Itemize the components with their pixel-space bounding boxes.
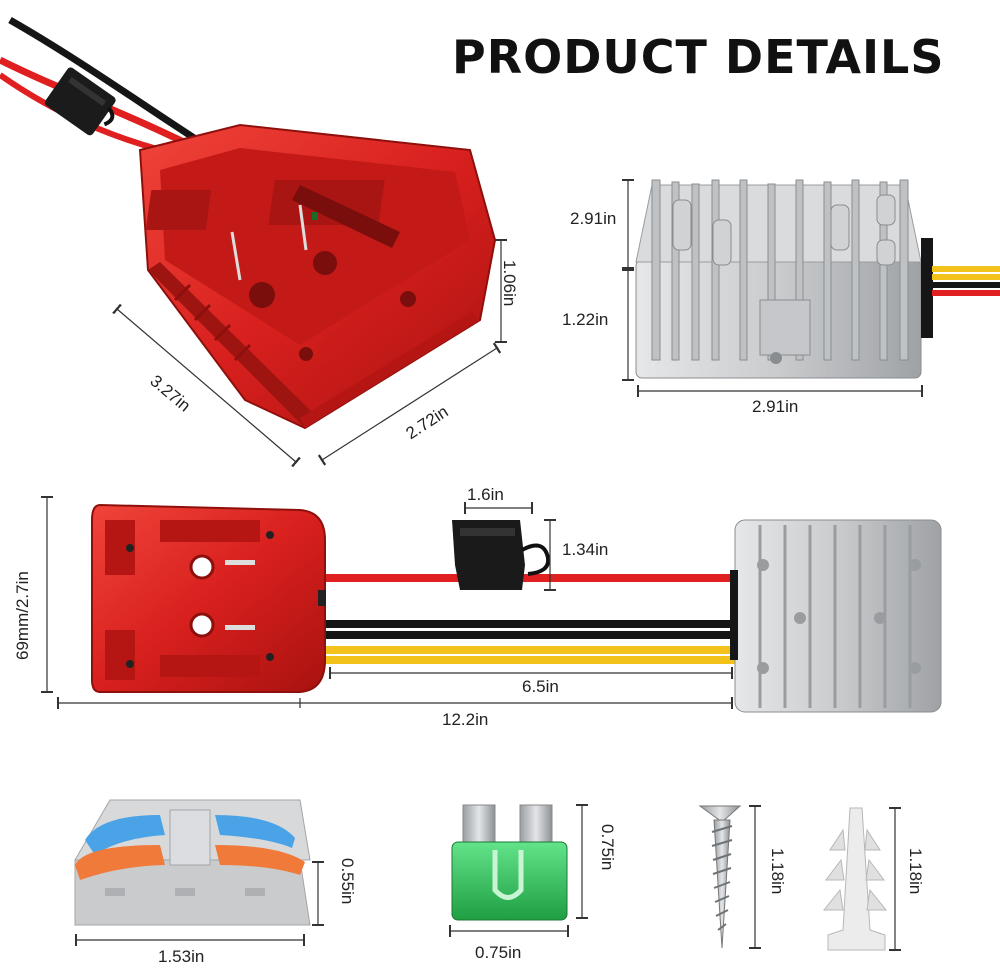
wire-assembly [91, 503, 942, 713]
battery-adapter-front [91, 503, 326, 693]
screw [698, 805, 742, 949]
label-screw-length: 1.18in [768, 848, 787, 895]
label-converter-height: 1.22in [562, 310, 609, 329]
blade-fuse [451, 804, 568, 921]
label-cable-length: 6.5in [522, 677, 559, 696]
label-adapter-height: 1.06in [500, 260, 519, 307]
battery-adapter-top [0, 16, 497, 430]
label-adapter-side: 69mm/2.7in [13, 571, 32, 660]
label-converter-depth: 2.91in [570, 209, 617, 228]
voltage-converter-front [730, 519, 942, 713]
page-title: PRODUCT DETAILS [452, 30, 945, 84]
label-fuse-holder-width: 1.6in [467, 485, 504, 504]
label-anchor-length: 1.18in [906, 848, 925, 895]
label-connector-height: 0.55in [338, 858, 357, 905]
lever-connector [74, 799, 311, 926]
label-fuse-width: 0.75in [475, 943, 522, 962]
label-converter-width: 2.91in [752, 397, 799, 416]
label-total-length: 12.2in [442, 710, 489, 729]
voltage-converter-top [635, 179, 1000, 379]
wall-anchor [822, 807, 888, 951]
dim-line-adapter-width [317, 342, 502, 466]
dim-line-adapter-length [112, 303, 301, 468]
label-fuse-holder-height: 1.34in [562, 540, 609, 559]
label-fuse-height: 0.75in [598, 824, 617, 871]
inline-fuse-top [44, 67, 116, 136]
label-connector-width: 1.53in [158, 947, 205, 966]
